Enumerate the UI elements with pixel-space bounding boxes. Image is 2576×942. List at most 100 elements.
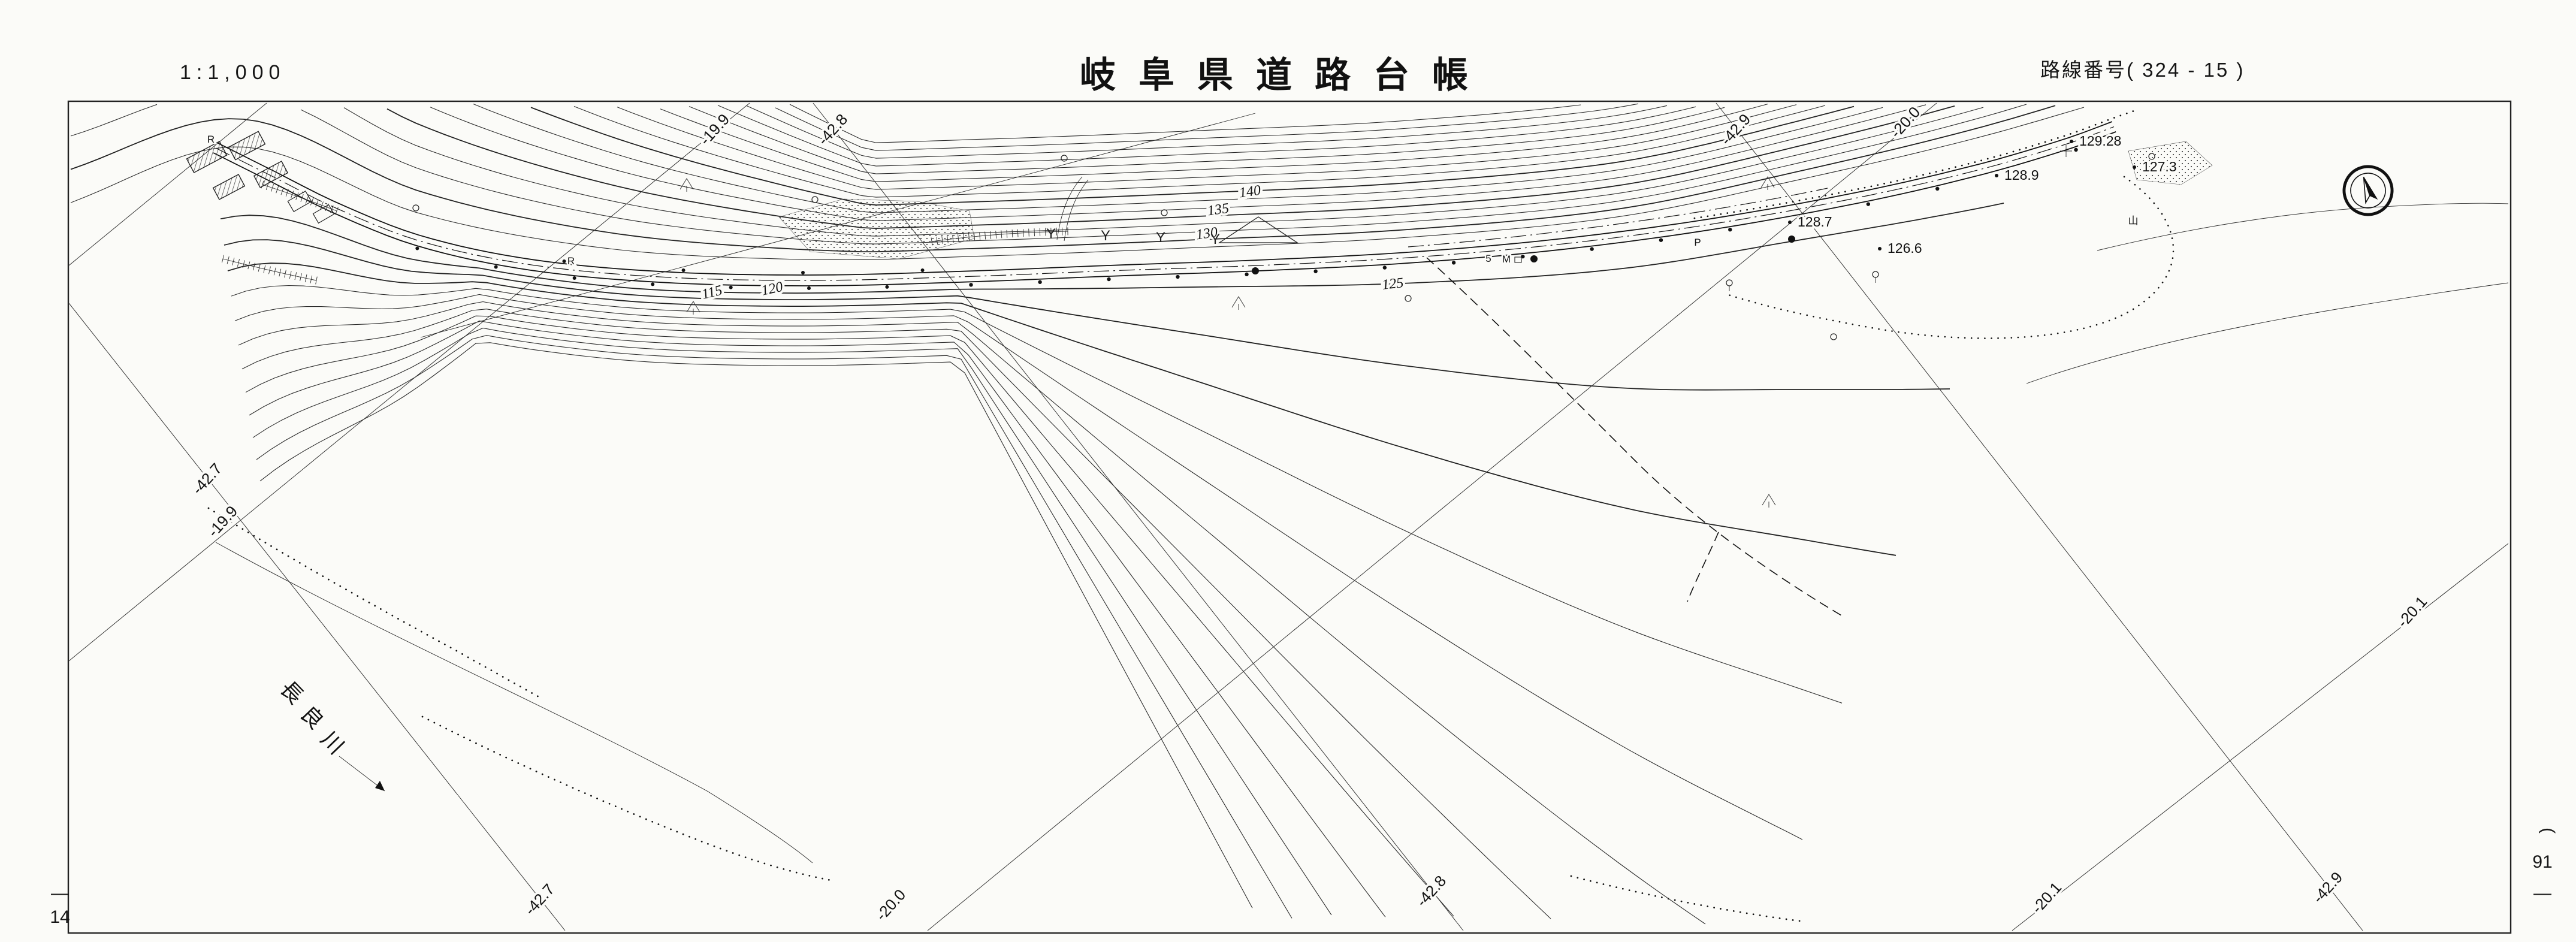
gravel-area [2128, 141, 2213, 185]
benchmark-cross-icon [2060, 145, 2072, 157]
building-outline [212, 174, 246, 200]
utility-point-dot [1252, 267, 1259, 274]
contour-line [473, 103, 1883, 213]
spot-height-dot [1878, 247, 1882, 250]
spot-height-label: 127.3 [2142, 159, 2177, 174]
contour-line [70, 107, 2085, 261]
spot-height-dot [1788, 221, 1792, 224]
survey-point-dot [801, 270, 805, 274]
survey-point-dot [1107, 277, 1111, 282]
contour-line [386, 105, 1955, 230]
side-path [1056, 176, 1083, 240]
grid-line [1716, 102, 2363, 931]
shrub-circle-icon [1405, 295, 1412, 302]
shrub-circle-icon [1161, 209, 1168, 216]
contour-line [256, 335, 1292, 919]
road-edge-south [213, 131, 2116, 286]
road-centerline [215, 126, 2115, 281]
survey-point-dot [1866, 202, 1871, 206]
survey-point-dot [415, 246, 419, 250]
contour-line [2097, 203, 2509, 251]
contour-line [660, 104, 1768, 182]
contour-line [688, 106, 1725, 174]
shrub-circle-icon [811, 196, 819, 203]
contour-elevation-label: 130 [1195, 225, 1218, 243]
conifer-icon [1231, 296, 1246, 310]
riverbank-scallops-inner [207, 507, 543, 700]
survey-point-dot [1451, 261, 1456, 265]
grid-line [68, 102, 267, 266]
survey-point-dot [1797, 215, 1801, 220]
contour-line [220, 203, 2004, 294]
contour-line [617, 104, 1797, 190]
grass-symbol: Y [1210, 231, 1220, 247]
contour-line [70, 104, 2027, 244]
spot-height-label: 129.28 [2079, 133, 2121, 149]
contour-elevation-label: 135 [1206, 201, 1230, 219]
conifer-icon [680, 178, 694, 192]
grid-line [2012, 543, 2509, 931]
contour-line [259, 342, 1253, 908]
survey-point-dot [969, 283, 973, 287]
survey-mark-label: 山 [2128, 215, 2139, 227]
contour-elevation-label: 125 [1381, 275, 1405, 293]
marker-square-icon [1514, 256, 1522, 263]
shrub-circle-icon [412, 204, 419, 212]
route-number-label: 路線番号( 324 - 15 ) [2040, 59, 2245, 81]
page-title: 岐阜県道路台帳 [1080, 55, 1491, 95]
riverbank-line [215, 542, 813, 864]
grass-symbol: Y [1101, 228, 1110, 244]
shrub-circle-icon [1061, 155, 1068, 162]
spot-height-dot [2133, 165, 2136, 169]
building [186, 141, 228, 173]
contour-line [530, 105, 1855, 206]
right-sheet-dash: — [2533, 883, 2551, 903]
spot-height-label: 128.7 [1798, 214, 1832, 230]
adjacent-sheet-label-right: ( 91 — [2532, 828, 2558, 903]
building [228, 131, 266, 161]
spot-height-label: 128.9 [2004, 167, 2039, 183]
building-outline [186, 141, 228, 173]
right-sheet-number: 91 [2532, 852, 2552, 872]
building-outline [228, 131, 266, 161]
map-frame [67, 100, 2512, 934]
survey-point-dot [562, 259, 566, 263]
right-sheet-paren: ( [2538, 828, 2558, 834]
grid-line [927, 102, 1937, 931]
contour-elevation-label: 140 [1238, 183, 1261, 201]
dashed-boundary-spur [1687, 532, 1719, 602]
contour-line [252, 327, 1332, 916]
survey-point-dot [1521, 254, 1525, 259]
survey-point-dot [1313, 269, 1318, 273]
road-edge-north [218, 121, 2113, 276]
contour-line [343, 107, 1984, 237]
building-outline [253, 161, 289, 188]
boundary-dashdot-line [1408, 188, 1828, 247]
survey-mark-label: R [207, 134, 215, 145]
survey-point-dot [885, 285, 889, 289]
survey-point-dot [651, 282, 655, 286]
survey-point-dot [1728, 228, 1732, 232]
wall-band [262, 184, 337, 212]
contour-line [245, 315, 1454, 917]
left-sheet-dash: — [51, 883, 69, 903]
survey-point-dot [1038, 280, 1042, 284]
spot-height-dot [2070, 140, 2073, 143]
riverbank-scallops-inner [421, 715, 835, 882]
contour-line [573, 105, 1826, 198]
survey-point-dot [1245, 272, 1249, 277]
shed-triangle [1218, 216, 1299, 243]
contour-line [231, 285, 1843, 704]
dashed-boundary [1426, 257, 1845, 618]
structure-outline [312, 204, 335, 224]
survey-point-dot [1176, 274, 1180, 279]
riverbank-scallops-inner [1570, 875, 1806, 923]
building [212, 174, 246, 200]
survey-point-dot [681, 268, 685, 273]
shrub-circle-icon [1830, 333, 1837, 340]
retaining-wall-beads-inner [1693, 108, 2140, 219]
survey-mark-label: 5 [1485, 253, 1491, 264]
wall-band-ticks [221, 255, 318, 285]
